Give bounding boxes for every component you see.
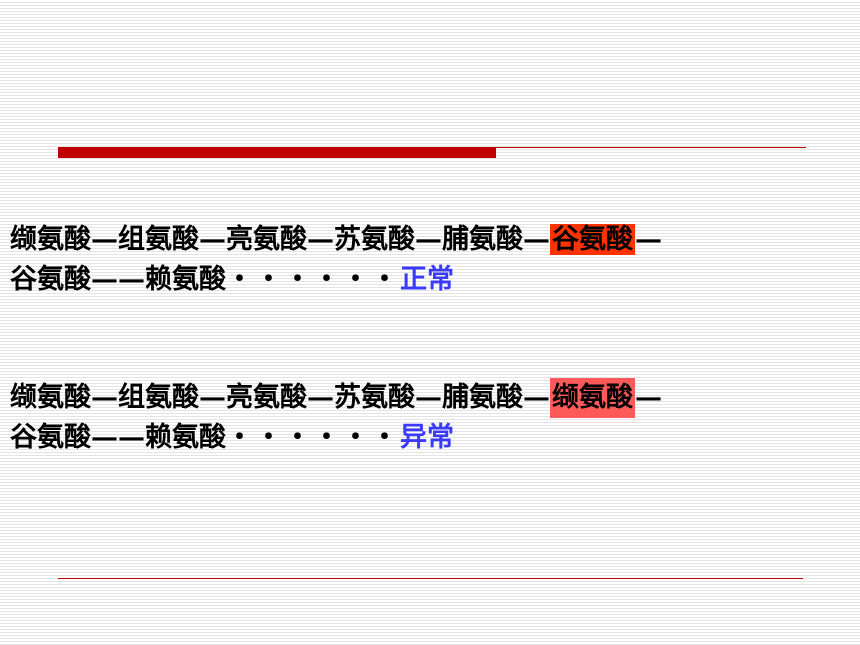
normal-status-label: 正常 [400,264,454,295]
abnormal-sequence-tail: 谷氨酸——赖氨酸 [10,422,226,453]
abnormal-status-label: 异常 [400,422,454,453]
abnormal-sequence-ellipsis: ・・・・・・ [226,422,400,453]
abnormal-sequence-line-2: 谷氨酸——赖氨酸・・・・・・异常 [10,418,830,458]
title-rule-thin [496,147,806,148]
abnormal-sequence: 缬氨酸—组氨酸—亮氨酸—苏氨酸—脯氨酸—缬氨酸— 谷氨酸——赖氨酸・・・・・・异… [10,378,830,458]
abnormal-sequence-line-1: 缬氨酸—组氨酸—亮氨酸—苏氨酸—脯氨酸—缬氨酸— [10,378,830,418]
normal-sequence-ellipsis: ・・・・・・ [226,264,400,295]
normal-sequence-line-2: 谷氨酸——赖氨酸・・・・・・正常 [10,260,830,300]
normal-sequence-prefix: 缬氨酸—组氨酸—亮氨酸—苏氨酸—脯氨酸— [10,224,550,255]
normal-highlighted-amino-acid: 谷氨酸 [550,224,635,255]
normal-sequence-dash: — [635,224,662,255]
abnormal-highlighted-amino-acid: 缬氨酸 [550,378,635,418]
normal-sequence-line-1: 缬氨酸—组氨酸—亮氨酸—苏氨酸—脯氨酸—谷氨酸— [10,220,830,260]
normal-sequence: 缬氨酸—组氨酸—亮氨酸—苏氨酸—脯氨酸—谷氨酸— 谷氨酸——赖氨酸・・・・・・正… [10,220,830,300]
normal-sequence-tail: 谷氨酸——赖氨酸 [10,264,226,295]
title-rule-thick [58,147,496,158]
abnormal-sequence-prefix: 缬氨酸—组氨酸—亮氨酸—苏氨酸—脯氨酸— [10,382,550,413]
bottom-rule [58,578,803,579]
abnormal-sequence-dash: — [635,382,662,413]
